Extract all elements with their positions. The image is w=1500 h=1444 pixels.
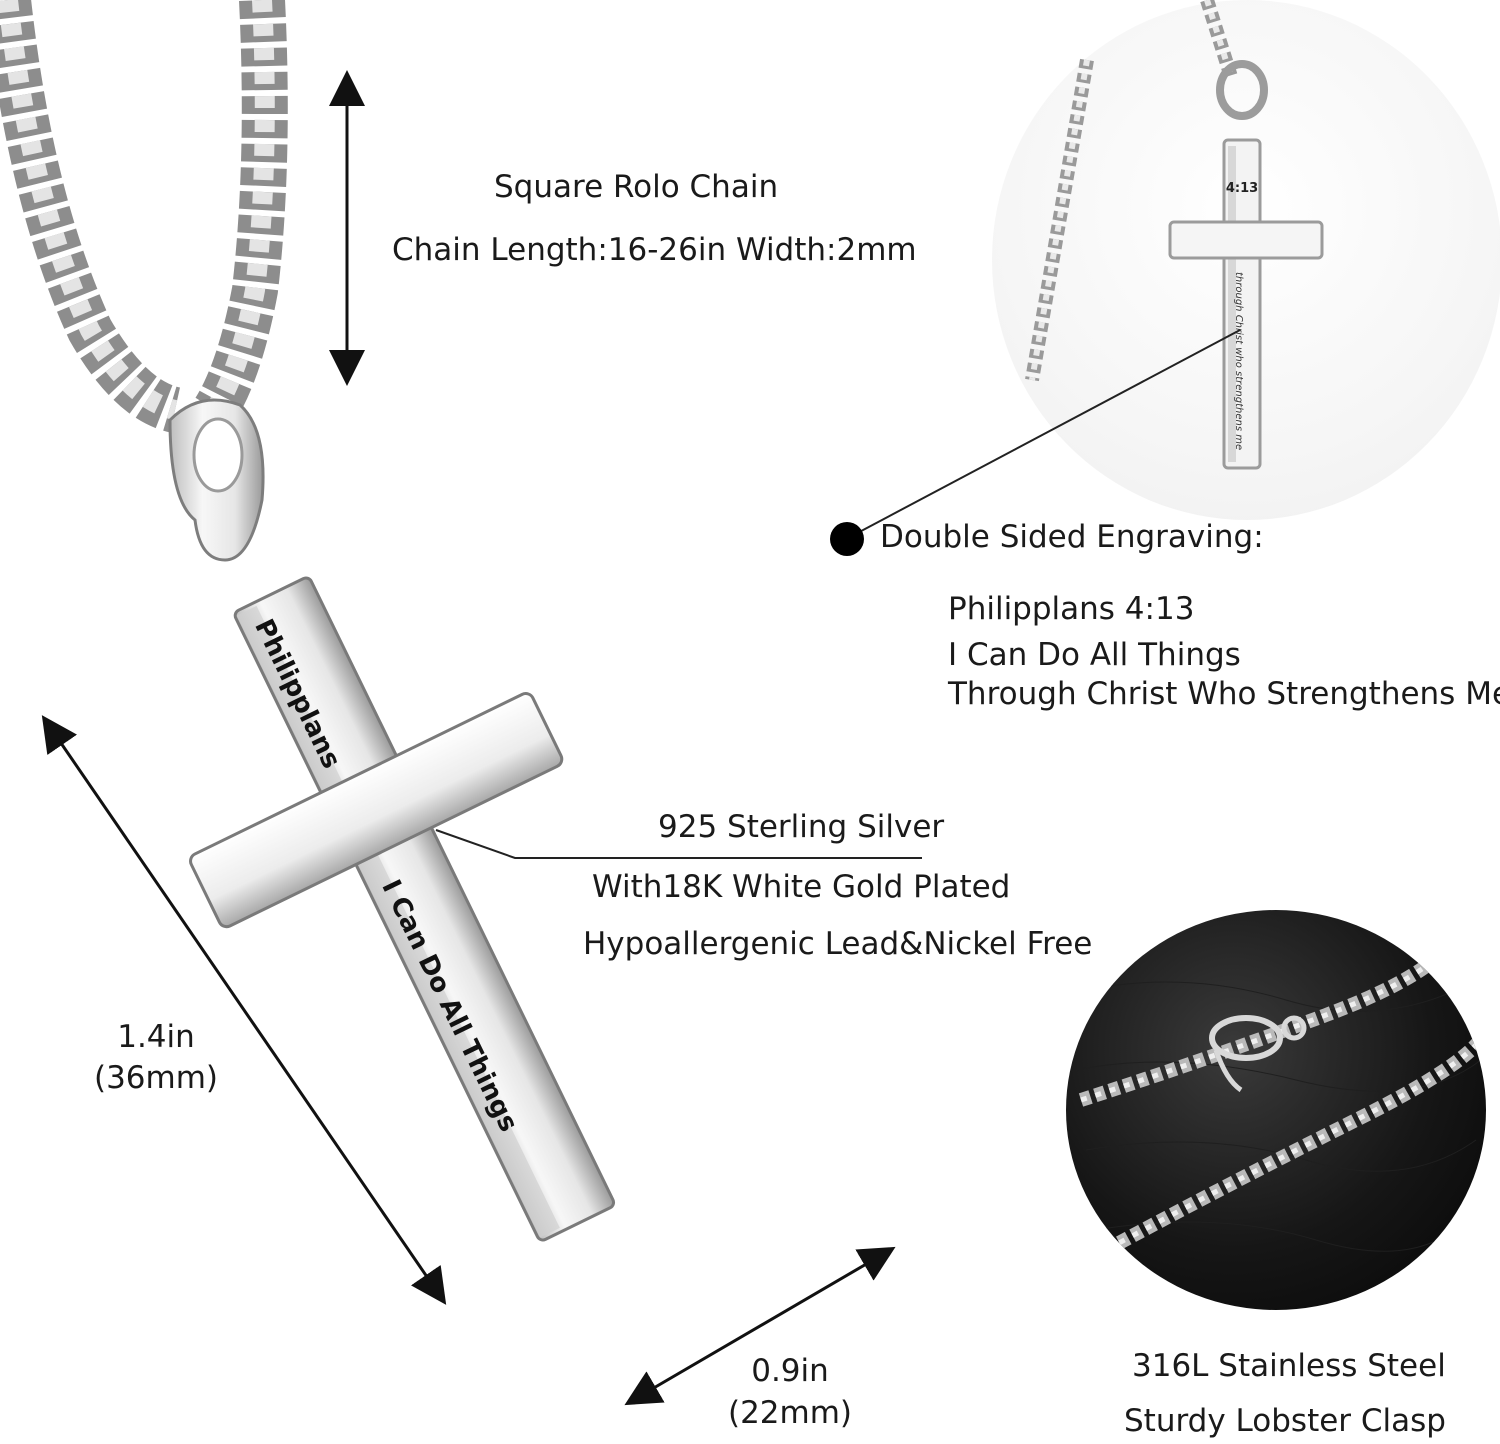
material-leader-line [435, 829, 922, 859]
cross-length-arrow [41, 715, 447, 1305]
lobster-clasp-icon [1209, 1015, 1307, 1093]
chain-on-leather-lower [1102, 1027, 1486, 1257]
chain-main-right [195, 0, 288, 423]
engraving-heading: Double Sided Engraving: [880, 519, 1264, 555]
steel-line-1: 316L Stainless Steel [1132, 1348, 1446, 1384]
chain-main-left [0, 0, 182, 433]
material-line-2: With18K White Gold Plated [592, 869, 1011, 905]
steel-line-2: Sturdy Lobster Clasp [1124, 1403, 1446, 1439]
length-mm-label: (36mm) [93, 1060, 219, 1096]
chain-title: Square Rolo Chain [494, 169, 779, 205]
bail-small [1216, 60, 1268, 120]
engraving-line-1: Philipplans 4:13 [948, 591, 1195, 627]
back-verse-text: 4:13 [1226, 181, 1258, 196]
engraving-line-2: I Can Do All Things [948, 637, 1241, 673]
material-line-3: Hypoallergenic Lead&Nickel Free [583, 926, 1093, 962]
chain-spec: Chain Length:16-26in Width:2mm [392, 232, 917, 268]
pendant-bail [168, 398, 265, 562]
width-mm-label: (22mm) [727, 1395, 853, 1431]
chain-strand-left [1025, 58, 1094, 382]
width-inch-label: 0.9in [751, 1353, 829, 1389]
leather-photo-circle [1066, 910, 1486, 1310]
cross-pendant: Philipplans I Can Do All Things [189, 576, 616, 1242]
cross-horizontal-small [1168, 220, 1324, 260]
detail-photo-circle: 4:13 through Christ who strengthens me [992, 0, 1500, 520]
back-engraving-text: through Christ who strengthens me [1233, 272, 1244, 450]
length-inch-label: 1.4in [117, 1019, 195, 1055]
cross-width-arrow [624, 1246, 896, 1406]
material-line-1: 925 Sterling Silver [658, 809, 945, 845]
engraving-bullet-dot [830, 522, 864, 556]
engraving-line-3: Through Christ Who Strengthens Me. [948, 676, 1500, 712]
engraving-leader-line [847, 329, 1241, 539]
